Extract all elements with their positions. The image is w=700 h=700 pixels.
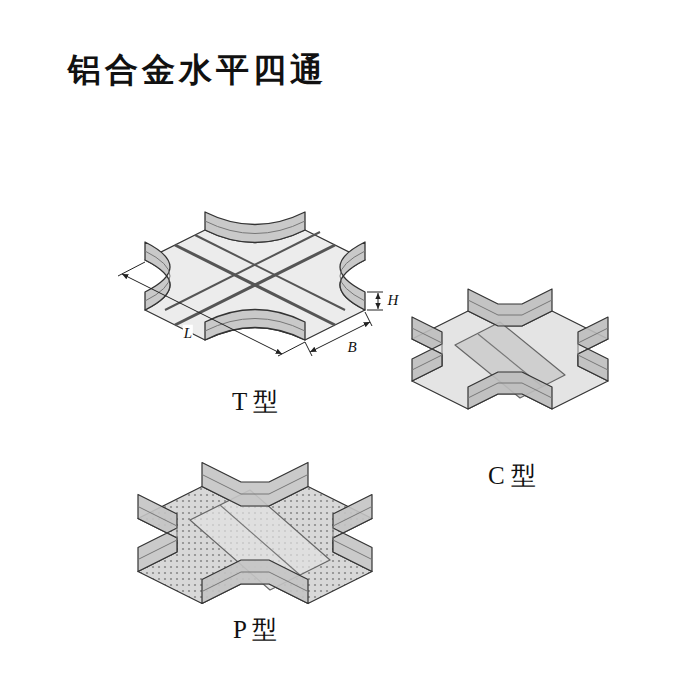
side-wall <box>138 463 372 604</box>
page-title: 铝合金水平四通 <box>68 52 327 88</box>
wall-stripe <box>138 475 372 592</box>
dimension-lines <box>118 262 383 356</box>
rail-stripe <box>145 221 365 331</box>
type-caption: P 型 <box>233 616 277 644</box>
wall-stripe <box>412 300 608 398</box>
dimension-label: H <box>387 292 400 309</box>
dimension-label: L <box>183 325 193 342</box>
dimension-label: B <box>346 339 357 356</box>
type-caption: T 型 <box>232 388 278 416</box>
tray-floor <box>145 230 365 340</box>
type-caption: C 型 <box>488 462 536 490</box>
curved-side-rail <box>145 212 365 340</box>
p-type-fitting <box>138 463 372 604</box>
side-wall <box>412 289 608 409</box>
t-type-fitting <box>145 212 365 340</box>
c-type-fitting <box>412 289 608 409</box>
